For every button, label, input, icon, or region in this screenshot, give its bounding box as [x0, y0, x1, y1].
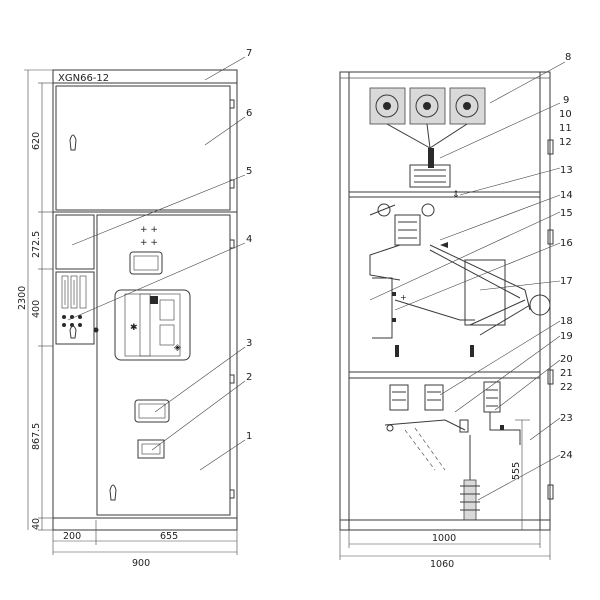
front-view: XGN66-12 + + + +	[17, 48, 252, 569]
mechanism-linkage	[464, 259, 506, 326]
callout-16: 16	[560, 238, 573, 249]
dim-555: 555	[511, 462, 522, 480]
current-transformer-1	[389, 384, 409, 411]
dim-1000: 1000	[432, 533, 456, 544]
front-callouts: 7 6 5 4 3 2 1	[67, 48, 252, 471]
relay-panel	[55, 271, 95, 345]
svg-text:◈: ◈	[174, 343, 181, 353]
instrument-door	[55, 214, 95, 270]
section-cabinet-outline	[339, 71, 551, 531]
svg-text:⇕: ⇕	[452, 190, 460, 200]
dim-867-5: 867.5	[31, 423, 42, 450]
dim-620: 620	[31, 132, 42, 150]
callout-2: 2	[246, 372, 252, 383]
callout-22: 22	[560, 382, 573, 393]
horizontal-dimensions: 200 655 900	[52, 520, 238, 569]
callout-11: 11	[559, 123, 572, 134]
section-view: ⇕ +	[339, 52, 573, 570]
circuit-breaker	[394, 214, 421, 246]
callout-20: 20	[560, 354, 573, 365]
viewing-window-upper	[129, 251, 163, 275]
callout-24: 24	[560, 450, 573, 461]
callout-18: 18	[560, 316, 573, 327]
front-cabinet-outline	[52, 69, 238, 531]
dim-400: 400	[31, 300, 42, 318]
callout-6: 6	[246, 108, 252, 119]
viewing-window-lower	[134, 399, 170, 423]
callout-5: 5	[246, 166, 252, 177]
dim-1060: 1060	[430, 559, 454, 570]
callout-3: 3	[246, 338, 252, 349]
callout-17: 17	[560, 276, 573, 287]
dim-272-5: 272.5	[31, 231, 42, 258]
name-plate	[137, 439, 165, 459]
dim-900: 900	[132, 558, 150, 569]
svg-text:+ +: + +	[140, 225, 158, 235]
dim-2300: 2300	[17, 286, 28, 310]
callout-15: 15	[560, 208, 573, 219]
callout-9: 9	[563, 95, 569, 106]
svg-text:+: +	[400, 293, 407, 302]
callout-10: 10	[559, 109, 572, 120]
dim-40: 40	[31, 518, 42, 530]
callout-8: 8	[565, 52, 571, 63]
dim-655: 655	[160, 531, 178, 542]
dim-200: 200	[63, 531, 81, 542]
callout-21: 21	[560, 368, 573, 379]
callout-19: 19	[560, 331, 573, 342]
callout-23: 23	[560, 413, 573, 424]
dimension-555: 555	[511, 419, 530, 530]
main-door	[96, 214, 231, 516]
total-height-dimension: 2300	[17, 69, 53, 530]
operating-mechanism	[114, 289, 191, 361]
vertical-dimension-chain: 620 272.5 400 867.5 40	[31, 82, 53, 531]
svg-text:+ +: + +	[140, 238, 158, 248]
current-transformer-3	[483, 381, 501, 413]
callout-7: 7	[246, 48, 252, 59]
rotary-handle	[529, 294, 551, 316]
callout-12: 12	[559, 137, 572, 148]
model-label: XGN66-12	[58, 73, 109, 84]
callout-14: 14	[560, 190, 573, 201]
current-transformer-2	[424, 384, 444, 411]
callout-4: 4	[246, 234, 252, 245]
section-horizontal-dimensions: 1000 1060	[339, 530, 551, 570]
callout-1: 1	[246, 431, 252, 442]
svg-text:✱: ✱	[130, 323, 138, 333]
section-callouts: 8 9 10 11 12 13 14 15 16 17 18 19 20 21 …	[369, 52, 573, 501]
upper-door	[55, 85, 231, 211]
callout-13: 13	[560, 165, 573, 176]
